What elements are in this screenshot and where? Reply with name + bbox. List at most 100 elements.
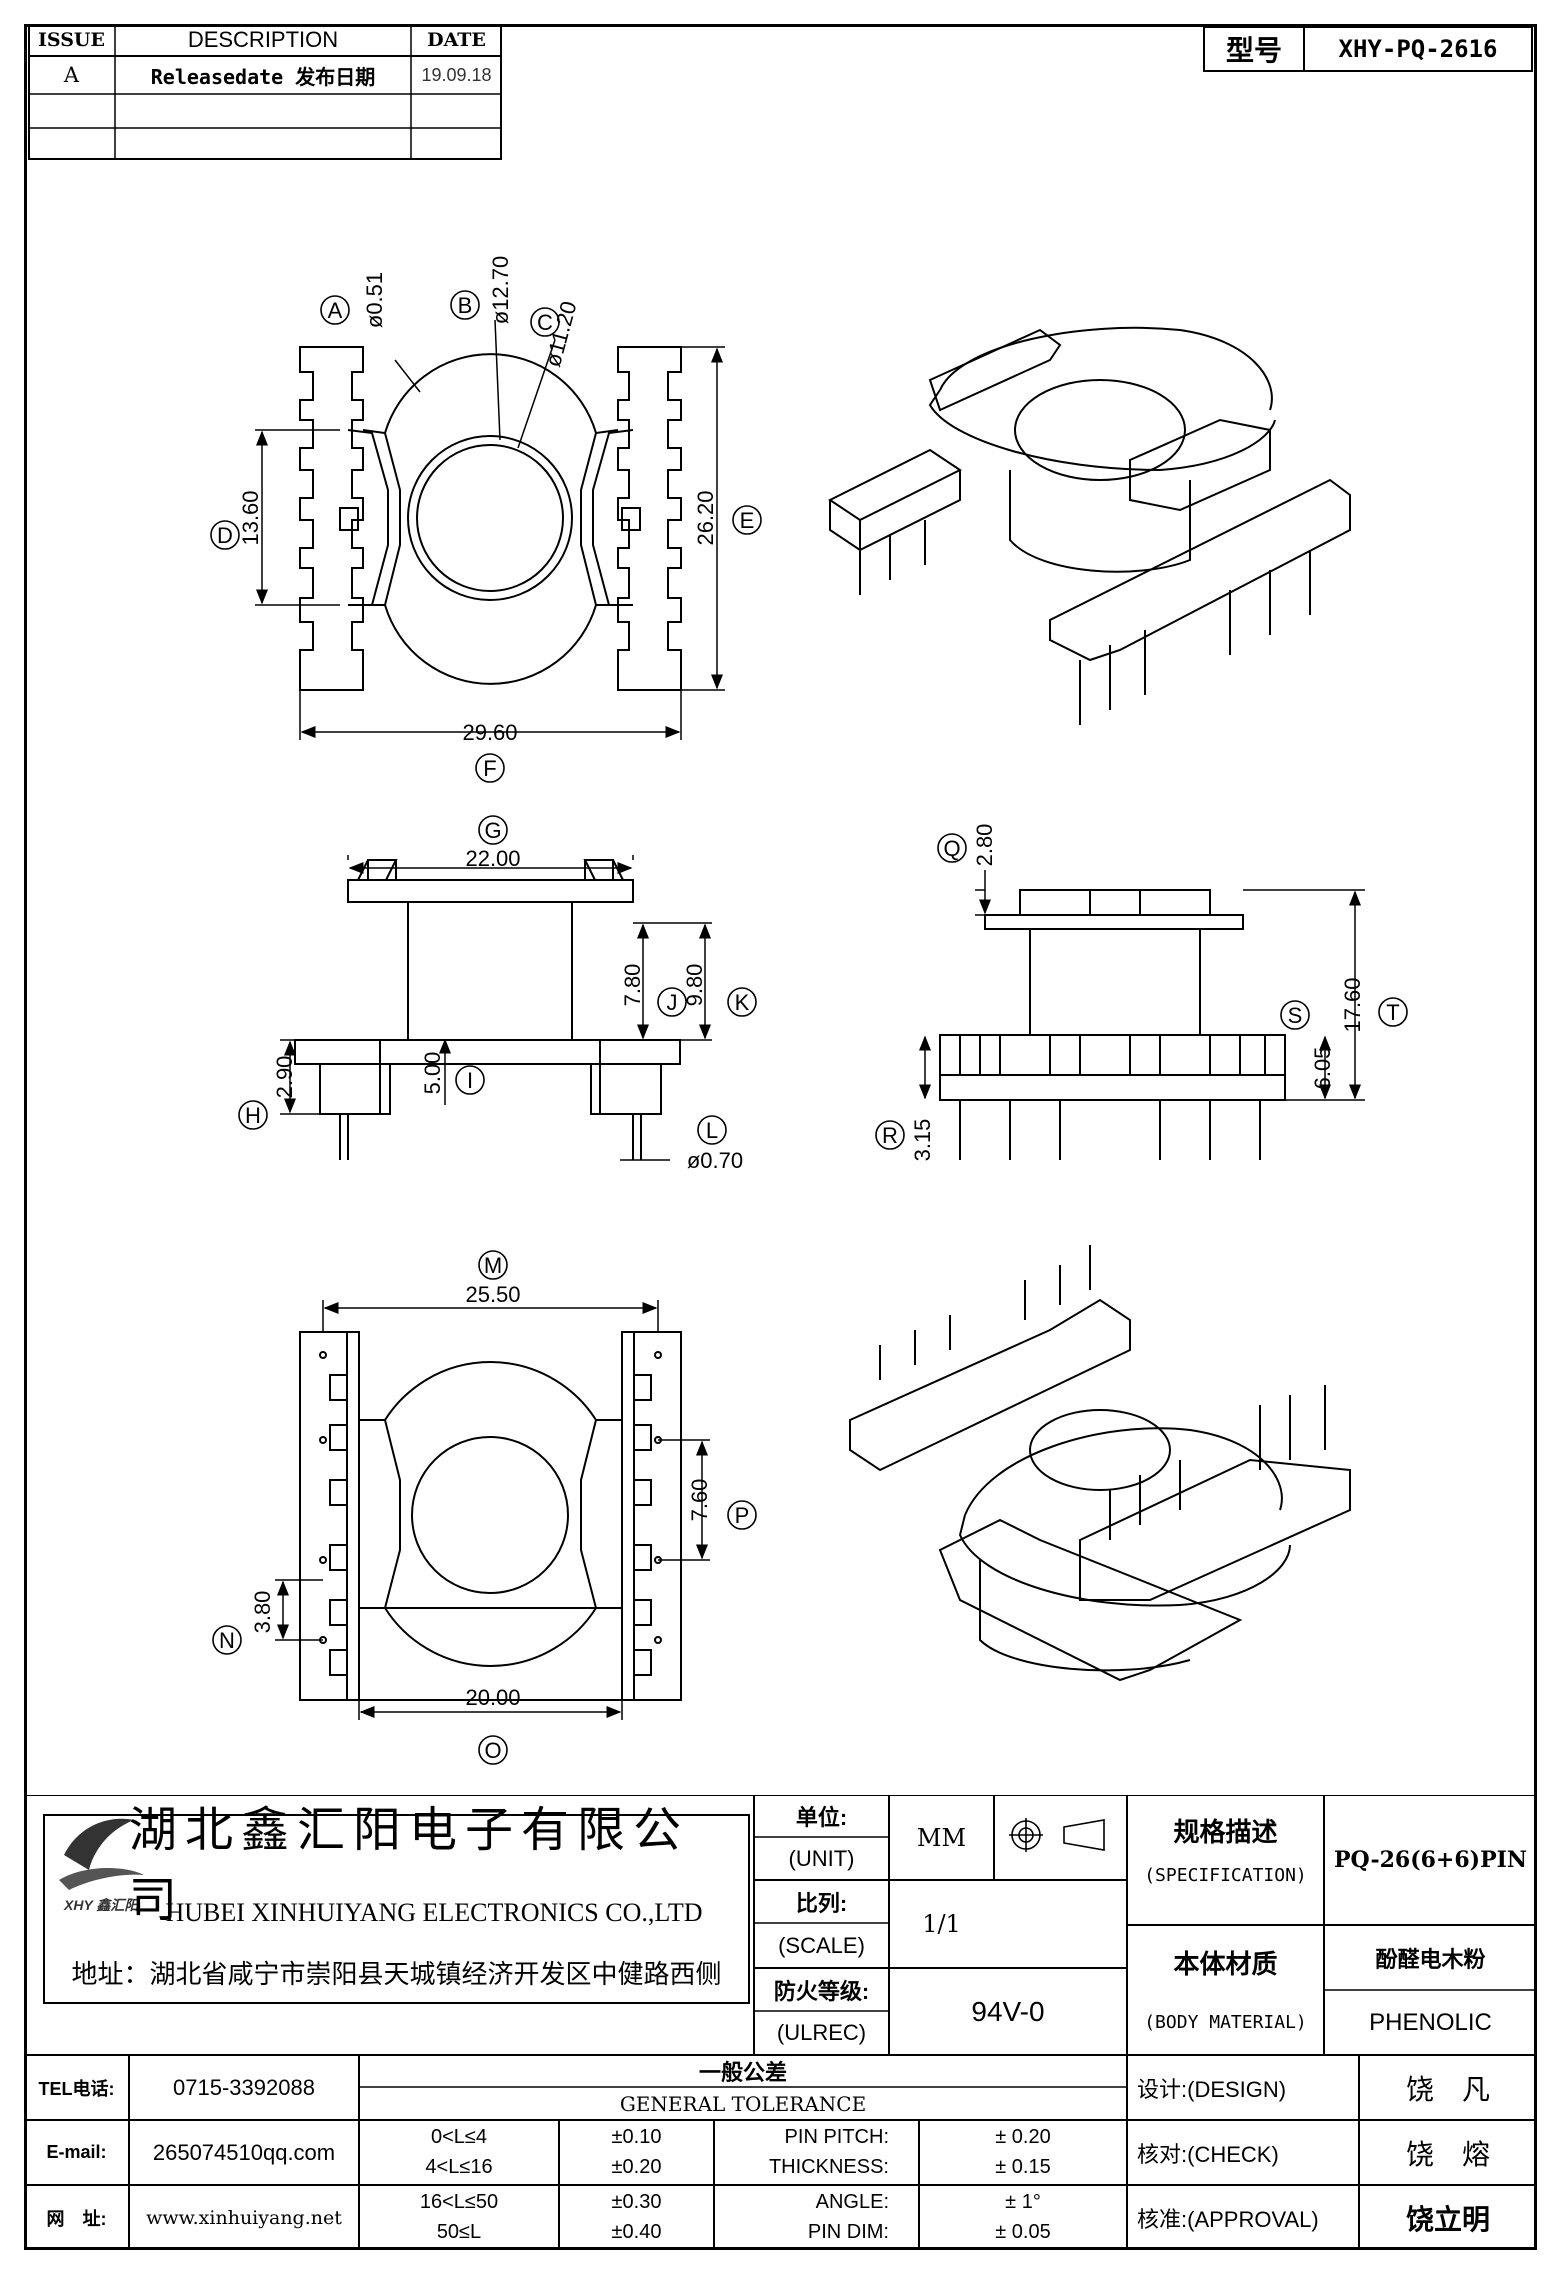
callout-a: A <box>328 298 343 323</box>
callout-d: D <box>217 523 233 548</box>
date-header: DATE <box>427 29 486 51</box>
callout-e: E <box>740 508 755 533</box>
logo-text: XHY 鑫汇阳 <box>63 1897 140 1913</box>
tol-value-1: ±0.10 <box>611 2125 662 2148</box>
tol-range-3: 16<L≤50 <box>419 2190 499 2213</box>
model-label: 型号 <box>1205 28 1305 70</box>
check-label: 核对:(CHECK) <box>1137 2141 1279 2167</box>
title-block: XHY 鑫汇阳 湖北鑫汇阳电子有限公司 HUBEI XINHUIYANG ELE… <box>24 1795 1537 2250</box>
unit-label-cn: 单位: <box>795 1805 848 1830</box>
scale-label-cn: 比列: <box>795 1890 848 1916</box>
technical-drawing: A B C D E F G H I J K L Q R S T M P N O … <box>210 256 1408 1765</box>
unit-value: MM <box>916 1823 967 1852</box>
callout-n: N <box>219 1628 235 1653</box>
tolerance-title-en: GENERAL TOLERANCE <box>619 2091 867 2116</box>
dim-n-value: 3.80 <box>250 1591 275 1634</box>
callout-f: F <box>483 756 496 781</box>
iso-bottom-view <box>849 1245 1351 1682</box>
dim-d-value: 13.60 <box>238 490 263 545</box>
callout-k: K <box>735 990 750 1015</box>
ul-value: 94V-0 <box>971 1995 1045 2027</box>
email-label: E-mail: <box>46 2142 107 2162</box>
dim-l-value: ø0.70 <box>687 1148 743 1173</box>
material-label-en: (BODY MATERIAL) <box>1144 2012 1307 2033</box>
tol-value-3: ±0.30 <box>611 2190 662 2213</box>
dim-b-value: ø12.70 <box>488 256 513 325</box>
issue-header: ISSUE <box>38 29 105 51</box>
callout-c: C <box>537 310 553 335</box>
tol-item-2: THICKNESS: <box>768 2155 889 2178</box>
iso-top-view <box>828 326 1351 725</box>
design-name: 饶 凡 <box>1405 2073 1490 2105</box>
bottom-view <box>299 1331 682 1701</box>
callout-l: L <box>706 1118 718 1143</box>
tolerance-title-cn: 一般公差 <box>698 2060 787 2085</box>
dim-j-value: 7.80 <box>620 964 645 1007</box>
company-name-cn: 湖北鑫汇阳电子有限公司 <box>129 1802 690 1928</box>
tol-item-3: ANGLE: <box>815 2190 889 2213</box>
tol-item-value-1: ± 0.20 <box>995 2125 1051 2148</box>
tol-range-1: 0<L≤4 <box>430 2125 488 2148</box>
web-label: 网 址: <box>46 2208 107 2229</box>
callout-h: H <box>245 1103 261 1128</box>
spec-label-cn: 规格描述 <box>1173 1816 1278 1847</box>
dim-q-value: 2.80 <box>972 824 997 867</box>
dim-s-value: 6.05 <box>1310 1047 1335 1090</box>
email-value[interactable]: 265074510qq.com <box>152 2139 336 2165</box>
tol-item-1: PIN PITCH: <box>784 2125 889 2148</box>
design-label: 设计:(DESIGN) <box>1137 2076 1287 2102</box>
ul-label-cn: 防火等级: <box>773 1978 870 2004</box>
tol-item-4: PIN DIM: <box>807 2220 889 2243</box>
company-address: 地址：湖北省咸宁市崇阳县天城镇经济开发区中健路西侧 <box>71 1959 722 1989</box>
model-box: 型号 XHY-PQ-2616 <box>1203 26 1533 72</box>
ul-label-en: (ULREC) <box>776 2020 867 2045</box>
dim-p-value: 7.60 <box>687 1479 712 1522</box>
dim-i-value: 5.00 <box>420 1052 445 1095</box>
description-header: DESCRIPTION <box>187 27 339 52</box>
company-name-en: HUBEI XINHUIYANG ELECTRONICS CO.,LTD <box>165 1898 703 1927</box>
tol-value-2: ±0.20 <box>611 2155 662 2178</box>
spec-value: PQ-26(6+6)PIN <box>1333 1847 1528 1873</box>
callout-t: T <box>1386 1000 1399 1025</box>
tol-value-4: ±0.40 <box>611 2220 662 2243</box>
callout-q: Q <box>943 836 960 861</box>
callout-r: R <box>882 1123 898 1148</box>
drawing-frame <box>24 24 1537 2250</box>
tol-range-2: 4<L≤16 <box>425 2155 493 2178</box>
dim-m-value: 25.50 <box>465 1282 520 1307</box>
model-number: XHY-PQ-2616 <box>1338 35 1498 63</box>
tel-value[interactable]: 0715-3392088 <box>173 2074 315 2100</box>
callout-g: G <box>484 818 501 843</box>
dim-t-value: 17.60 <box>1340 977 1365 1032</box>
tel-label: TEL电话: <box>38 2078 115 2099</box>
dim-g-value: 22.00 <box>465 846 520 871</box>
description-value: Releasedate 发布日期 <box>150 64 376 89</box>
approval-label: 核准:(APPROVAL) <box>1137 2206 1319 2232</box>
material-value-en: PHENOLIC <box>1369 2008 1492 2036</box>
scale-value: 1/1 <box>922 1910 961 1938</box>
tol-item-value-2: ± 0.15 <box>995 2155 1051 2178</box>
company-logo: XHY 鑫汇阳 <box>59 1818 144 1913</box>
unit-label-en: (UNIT) <box>788 1845 855 1871</box>
material-value-cn: 酚醛电木粉 <box>1375 1946 1486 1972</box>
callout-i: I <box>467 1068 473 1093</box>
callout-b: B <box>458 293 473 318</box>
dim-a-value: ø0.51 <box>362 272 387 328</box>
tol-item-value-4: ± 0.05 <box>995 2220 1051 2243</box>
side-view <box>294 859 681 1160</box>
front-view <box>939 889 1286 1160</box>
dim-k-value: 9.80 <box>682 964 707 1007</box>
issue-value: A <box>63 63 80 87</box>
material-label-cn: 本体材质 <box>1173 1949 1278 1979</box>
revision-table: ISSUE DESCRIPTION DATE A Releasedate 发布日… <box>28 24 502 160</box>
callout-j: J <box>667 990 678 1015</box>
tol-item-value-3: ± 1° <box>1005 2190 1041 2213</box>
check-name: 饶 熔 <box>1405 2138 1490 2170</box>
web-value[interactable]: www.xinhuiyang.net <box>146 2206 342 2229</box>
dim-f-value: 29.60 <box>462 720 517 745</box>
dim-o-value: 20.00 <box>465 1685 520 1710</box>
spec-label-en: (SPECIFICATION) <box>1144 1864 1307 1886</box>
dim-r-value: 3.15 <box>910 1119 935 1162</box>
approval-name: 饶立明 <box>1405 2203 1490 2235</box>
tol-range-4: 50≤L <box>436 2220 482 2243</box>
